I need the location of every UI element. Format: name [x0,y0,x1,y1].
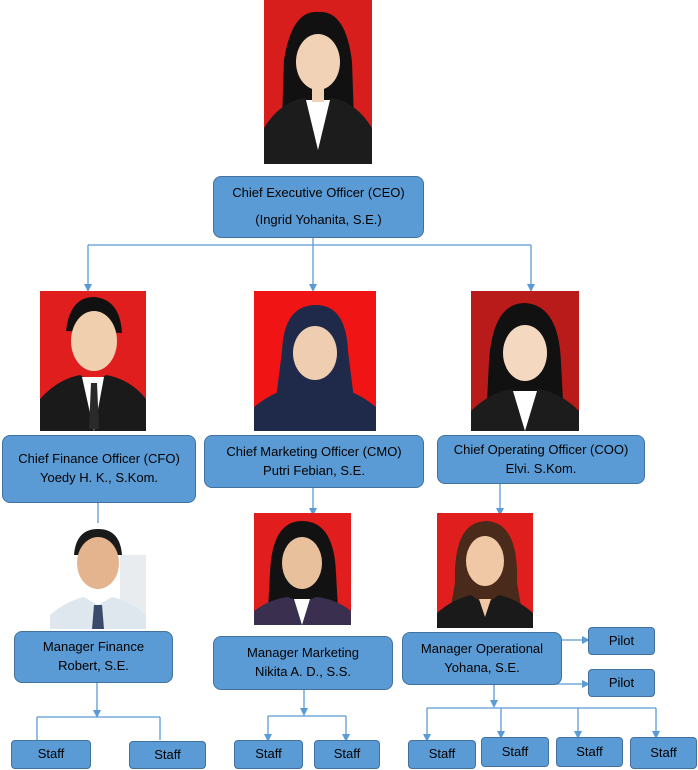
pilot-box: Pilot [588,627,655,655]
manager-marketing-photo [254,513,351,625]
coo-photo [471,291,579,431]
ceo-box: Chief Executive Officer (CEO) (Ingrid Yo… [213,176,424,238]
cfo-box: Chief Finance Officer (CFO) Yoedy H. K.,… [2,435,196,503]
coo-title: Chief Operating Officer (COO) [453,441,629,457]
manager-operational-photo [437,513,533,628]
staff-box: Staff [556,737,623,767]
cmo-box: Chief Marketing Officer (CMO) Putri Febi… [204,435,424,488]
staff-box: Staff [630,737,697,769]
staff-box: Staff [129,741,206,769]
staff-label: Staff [428,746,456,762]
manager-finance-box: Manager Finance Robert, S.E. [14,631,173,683]
ceo-photo [264,0,372,164]
cfo-name: Yoedy H. K., S.Kom. [39,470,159,485]
staff-label: Staff [37,746,65,762]
staff-box: Staff [408,740,476,769]
staff-box: Staff [11,740,91,769]
cmo-name: Putri Febian, S.E. [263,462,365,478]
manager-marketing-title: Manager Marketing [247,645,359,661]
manager-finance-photo [50,525,146,629]
staff-label: Staff [333,746,361,762]
staff-label: Staff [576,743,603,759]
manager-finance-title: Manager Finance [42,639,145,655]
cfo-title: Chief Finance Officer (CFO) [18,451,180,467]
coo-box: Chief Operating Officer (COO) Elvi. S.Ko… [437,435,645,484]
manager-operational-name: Yohana, S.E. [444,659,520,675]
ceo-name: (Ingrid Yohanita, S.E.) [255,212,382,227]
staff-label: Staff [650,744,677,760]
manager-operational-title: Manager Operational [420,640,544,656]
ceo-title: Chief Executive Officer (CEO) [232,185,405,201]
cmo-photo [254,291,376,431]
manager-marketing-box: Manager Marketing Nikita A. D., S.S. [213,636,393,690]
cmo-title: Chief Marketing Officer (CMO) [226,443,402,459]
manager-finance-name: Robert, S.E. [58,658,129,673]
cfo-photo [40,291,146,431]
pilot-label: Pilot [608,674,635,690]
coo-name: Elvi. S.Kom. [505,460,577,476]
staff-label: Staff [501,743,529,759]
pilot-box: Pilot [588,669,655,697]
staff-label: Staff [154,746,181,762]
manager-operational-box: Manager Operational Yohana, S.E. [402,632,562,685]
manager-marketing-name: Nikita A. D., S.S. [254,664,352,679]
staff-label: Staff [255,746,282,762]
staff-box: Staff [481,737,549,767]
staff-box: Staff [314,740,380,769]
staff-box: Staff [234,740,303,769]
pilot-label: Pilot [608,632,635,648]
